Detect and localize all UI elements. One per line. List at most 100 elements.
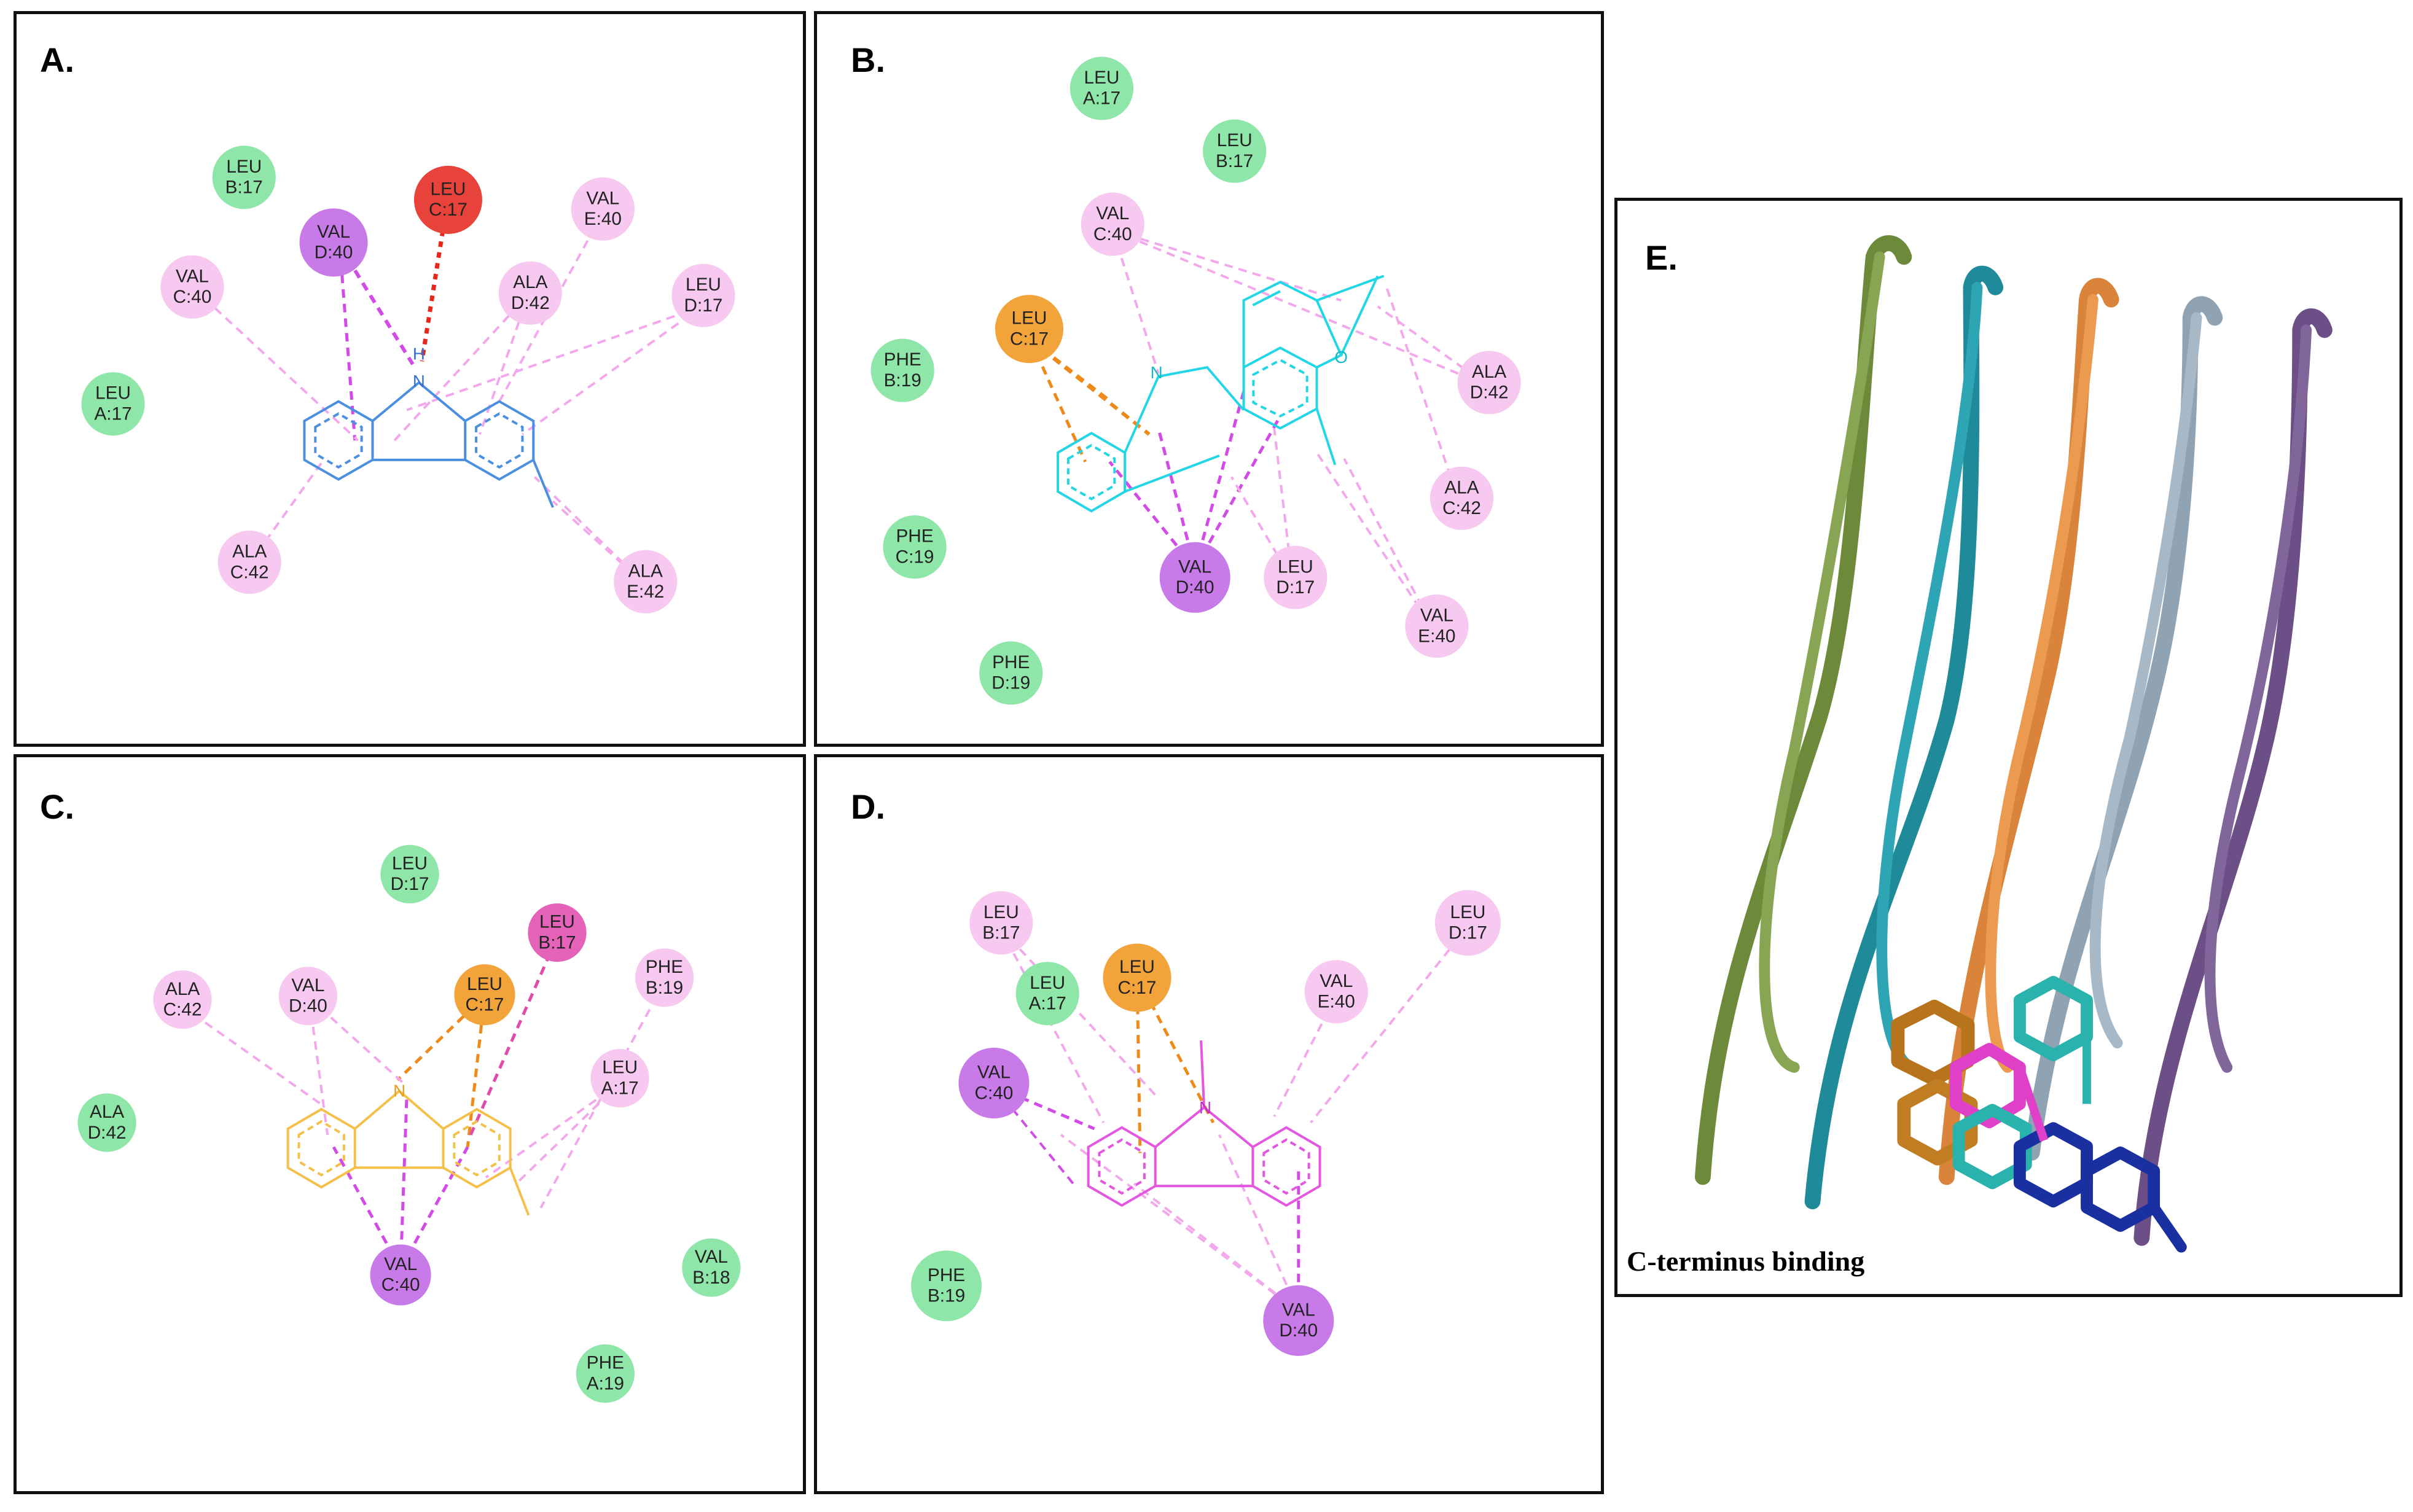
svg-text:C:42: C:42: [163, 999, 202, 1019]
interaction-lines-c: [180, 939, 665, 1270]
svg-text:B:19: B:19: [646, 978, 683, 998]
svg-text:E:42: E:42: [627, 582, 664, 602]
svg-text:B:17: B:17: [982, 923, 1020, 943]
ligand-c: [286, 1089, 530, 1216]
svg-text:C:17: C:17: [1010, 329, 1049, 349]
ligand-d: [1087, 1040, 1321, 1207]
svg-text:ALA: ALA: [1472, 362, 1506, 382]
svg-text:ALA: ALA: [513, 272, 547, 292]
svg-text:D:42: D:42: [88, 1123, 127, 1143]
svg-text:PHE: PHE: [992, 652, 1030, 672]
hydrogen-atom-label-a: H: [413, 344, 425, 363]
svg-text:ALA: ALA: [1444, 477, 1479, 497]
svg-text:VAL: VAL: [1420, 606, 1453, 626]
panel-e: E.: [1614, 198, 2403, 1297]
svg-text:PHE: PHE: [928, 1265, 965, 1285]
svg-text:LEU: LEU: [1119, 957, 1155, 977]
svg-text:LEU: LEU: [602, 1058, 638, 1078]
svg-text:B:17: B:17: [538, 932, 576, 953]
svg-text:VAL: VAL: [317, 222, 350, 242]
svg-text:VAL: VAL: [384, 1254, 417, 1274]
svg-text:PHE: PHE: [587, 1353, 624, 1373]
ligand-a: [303, 381, 554, 508]
svg-text:A:17: A:17: [94, 403, 131, 424]
nitrogen-atom-label-c: N: [393, 1081, 405, 1100]
svg-text:E:40: E:40: [1318, 992, 1355, 1012]
docked-ligands: [1891, 976, 2187, 1253]
svg-text:D:40: D:40: [315, 243, 353, 263]
svg-text:LEU: LEU: [984, 902, 1019, 922]
svg-text:D:40: D:40: [1176, 577, 1214, 598]
oxygen-atom-label-b: O: [1334, 348, 1348, 367]
svg-text:LEU: LEU: [1450, 902, 1486, 922]
svg-text:B:17: B:17: [225, 177, 263, 198]
ligand-orange-ring2: [1897, 1078, 1978, 1166]
svg-text:D:17: D:17: [1449, 923, 1487, 943]
svg-text:D:17: D:17: [391, 874, 429, 894]
svg-text:LEU: LEU: [1012, 308, 1047, 329]
panel-label-c: C.: [40, 787, 74, 826]
svg-text:D:42: D:42: [1470, 383, 1509, 403]
svg-text:PHE: PHE: [896, 526, 933, 547]
svg-text:ALA: ALA: [165, 979, 200, 999]
beta-strands: [1695, 235, 2333, 1246]
interaction-lines-b: [1029, 229, 1488, 633]
svg-text:ALA: ALA: [628, 561, 663, 581]
panel-label-e: E.: [1645, 238, 1678, 277]
nitrogen-atom-label-b: N: [1151, 363, 1163, 382]
svg-text:PHE: PHE: [646, 957, 683, 977]
svg-text:ALA: ALA: [90, 1102, 124, 1122]
svg-text:LEU: LEU: [226, 157, 262, 177]
svg-text:VAL: VAL: [977, 1062, 1011, 1083]
svg-text:VAL: VAL: [176, 266, 209, 286]
svg-text:D:17: D:17: [1276, 577, 1315, 598]
svg-text:B:19: B:19: [884, 370, 921, 391]
strand-4: [2024, 296, 2223, 1161]
svg-text:B:18: B:18: [692, 1268, 730, 1288]
ligand-magenta: [1949, 1043, 2026, 1129]
svg-text:C:40: C:40: [975, 1083, 1014, 1103]
svg-text:LEU: LEU: [1278, 556, 1313, 577]
svg-text:C:40: C:40: [381, 1275, 420, 1295]
strand-1: [1695, 235, 1912, 1185]
svg-text:VAL: VAL: [695, 1247, 728, 1267]
svg-text:D:19: D:19: [991, 673, 1030, 693]
